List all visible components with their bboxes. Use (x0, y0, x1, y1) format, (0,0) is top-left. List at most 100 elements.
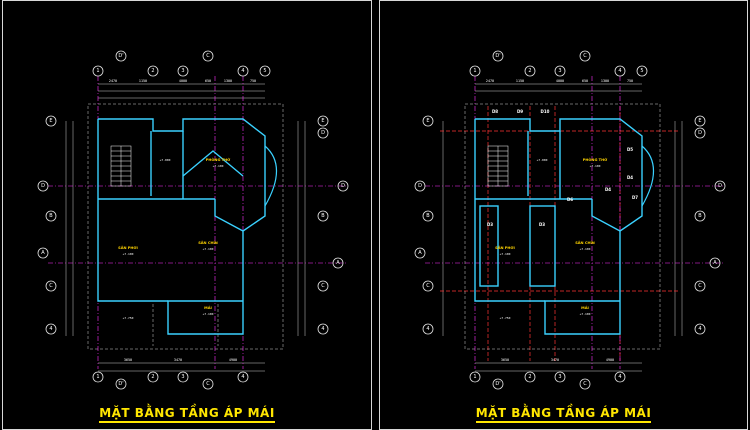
svg-text:A: A (713, 260, 717, 266)
dim-top: 2470 (486, 79, 494, 83)
grid-bubbles-right: E D D B A C 4 (694, 115, 726, 335)
svg-text:E: E (698, 118, 701, 124)
svg-text:A: A (336, 260, 340, 266)
walls (474, 118, 643, 335)
svg-text:3: 3 (181, 374, 184, 380)
room-level: +7.100 (203, 247, 214, 251)
dim-bottom: 4900 (229, 358, 237, 362)
grid-bubbles-top: 1 2 3 4 5 D' C (469, 50, 648, 77)
svg-text:D9: D9 (517, 109, 523, 114)
dim-bottom: 3650 (501, 358, 509, 362)
grid-bubbles-bottom: 1 2 3 4 D' C (92, 371, 249, 390)
dim-top: 4000 (556, 79, 564, 83)
dimension-lines (442, 83, 683, 372)
svg-text:E: E (426, 118, 429, 124)
svg-text:D3: D3 (539, 222, 545, 227)
svg-text:D': D' (495, 381, 500, 387)
dim-bottom: 3470 (551, 358, 559, 362)
svg-text:4: 4 (618, 68, 621, 74)
bay-window-arc (641, 145, 654, 207)
room-label-phong-tho: PHÒNG THỜ (583, 157, 608, 162)
svg-text:E: E (49, 118, 52, 124)
svg-text:3: 3 (558, 374, 561, 380)
grid-bubbles-left: E D B A C 4 (37, 115, 57, 335)
svg-text:5: 5 (640, 68, 643, 74)
svg-text:1: 1 (96, 374, 99, 380)
floor-plan-drawing-right: PHÒNG THỜ +7.100 SÂN CHÍN +7.100 SÂN PHƠ… (414, 50, 726, 390)
level-mark: +7.000 (537, 158, 548, 162)
svg-text:D6: D6 (567, 197, 573, 202)
grid-bubbles-right: E D D B A C 4 (317, 115, 349, 335)
svg-text:2: 2 (151, 374, 154, 380)
floor-plan-drawing-left: PHÒNG THỜ +7.100 SÂN CHÍN +7.100 SÂN PHƠ… (37, 50, 349, 390)
svg-text:4: 4 (241, 68, 244, 74)
svg-text:1: 1 (96, 68, 99, 74)
svg-text:D4: D4 (605, 187, 611, 192)
bay-window-arc (264, 145, 277, 207)
column-tags: D8 D9 D10 D3 D3 D4 D4 D5 D6 D7 (487, 109, 638, 227)
svg-text:D5: D5 (627, 147, 633, 152)
svg-text:2: 2 (528, 68, 531, 74)
dim-top: 650 (582, 79, 588, 83)
svg-text:C: C (206, 381, 210, 387)
svg-text:2: 2 (528, 374, 531, 380)
level-mark: +7.000 (160, 158, 171, 162)
room-level: +7.100 (203, 312, 214, 316)
svg-text:D8: D8 (492, 109, 498, 114)
room-label-san-chin: SÂN CHÍN (575, 240, 595, 245)
room-level: +7.100 (580, 312, 591, 316)
svg-text:C: C (49, 283, 53, 289)
svg-text:4: 4 (321, 326, 324, 332)
svg-text:D: D (718, 183, 722, 189)
svg-text:D': D' (118, 381, 123, 387)
svg-text:A: A (418, 250, 422, 256)
plan-title: MẶT BẰNG TẦNG ÁP MÁI (3, 406, 371, 423)
svg-text:4: 4 (241, 374, 244, 380)
svg-text:B: B (426, 213, 430, 219)
grid-lines (425, 76, 725, 369)
svg-text:2: 2 (151, 68, 154, 74)
room-label-phong-tho: PHÒNG THỜ (206, 157, 231, 162)
svg-text:B: B (49, 213, 53, 219)
svg-text:C: C (583, 53, 587, 59)
svg-text:A: A (41, 250, 45, 256)
svg-text:D7: D7 (632, 195, 638, 200)
grid-bubbles-bottom: 1 2 3 4 D' C (469, 371, 626, 390)
grid-lines (48, 76, 348, 369)
level-mark: +7.750 (500, 316, 511, 320)
svg-text:1: 1 (473, 374, 476, 380)
dim-top: 1150 (139, 79, 147, 83)
dim-top: 750 (250, 79, 256, 83)
svg-text:D4: D4 (627, 175, 633, 180)
svg-text:D: D (41, 183, 45, 189)
level-mark: +7.750 (123, 316, 134, 320)
svg-text:E: E (321, 118, 324, 124)
staircase (487, 145, 509, 187)
svg-text:C: C (583, 381, 587, 387)
room-level: +7.100 (500, 252, 511, 256)
svg-text:4: 4 (698, 326, 701, 332)
walls (97, 118, 266, 335)
roof-outline-dashed (464, 103, 661, 350)
plan-title-text: MẶT BẰNG TẦNG ÁP MÁI (99, 406, 275, 423)
svg-text:D': D' (118, 53, 123, 59)
dim-top: 1300 (601, 79, 609, 83)
svg-text:D3: D3 (487, 222, 493, 227)
dim-bottom: 4900 (606, 358, 614, 362)
room-label-mai: MÁI (581, 305, 589, 310)
svg-text:3: 3 (558, 68, 561, 74)
dim-top: 4000 (179, 79, 187, 83)
room-label-mai: MÁI (204, 305, 212, 310)
svg-text:D: D (418, 183, 422, 189)
plan-title: MẶT BẰNG TẦNG ÁP MÁI (380, 406, 747, 423)
room-label-san-phoi: SÂN PHƠI (495, 245, 515, 250)
svg-text:C: C (698, 283, 702, 289)
room-level: +7.100 (590, 164, 601, 168)
dim-top: 1300 (224, 79, 232, 83)
grid-bubbles-left: E D B A C 4 (414, 115, 434, 335)
dim-top: 2470 (109, 79, 117, 83)
svg-text:5: 5 (263, 68, 266, 74)
svg-text:D': D' (495, 53, 500, 59)
svg-text:C: C (426, 283, 430, 289)
svg-text:4: 4 (618, 374, 621, 380)
